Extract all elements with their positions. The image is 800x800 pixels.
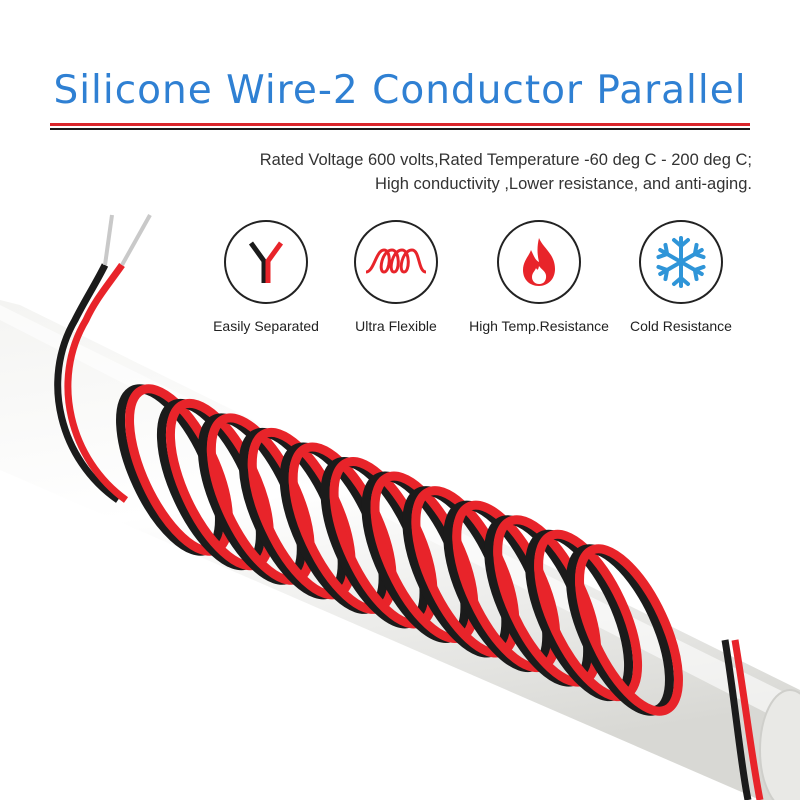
feature-high-temp-resistance: High Temp.Resistance (464, 220, 614, 334)
spec-description: Rated Voltage 600 volts,Rated Temperatur… (92, 148, 752, 196)
spec-line-2: High conductivity ,Lower resistance, and… (375, 175, 752, 193)
feature-icon-circle (497, 220, 581, 304)
title-underline-black (50, 128, 750, 130)
spec-line-1: Rated Voltage 600 volts,Rated Temperatur… (259, 151, 752, 169)
feature-icon-circle (224, 220, 308, 304)
feature-icon-circle (354, 220, 438, 304)
y-split-wire-icon (248, 241, 284, 283)
title-underline-red (50, 123, 750, 126)
page-title: Silicone Wire-2 Conductor Parallel (53, 68, 747, 113)
feature-label: Ultra Flexible (355, 318, 437, 334)
feature-icon-circle (639, 220, 723, 304)
feature-label: Easily Separated (213, 318, 319, 334)
coil-loop (575, 544, 683, 716)
wire-tail (721, 639, 764, 800)
wire-lead (54, 214, 152, 503)
white-pipe (0, 300, 800, 800)
coiled-wire-icon (365, 248, 427, 274)
feature-cold-resistance: Cold Resistance (606, 220, 756, 334)
feature-ultra-flexible: Ultra Flexible (321, 220, 471, 334)
feature-label: High Temp.Resistance (469, 318, 609, 334)
flame-icon (523, 238, 555, 286)
feature-label: Cold Resistance (630, 318, 732, 334)
snowflake-icon (654, 236, 708, 288)
feature-easily-separated: Easily Separated (191, 220, 341, 334)
coiled-wire (116, 384, 683, 716)
